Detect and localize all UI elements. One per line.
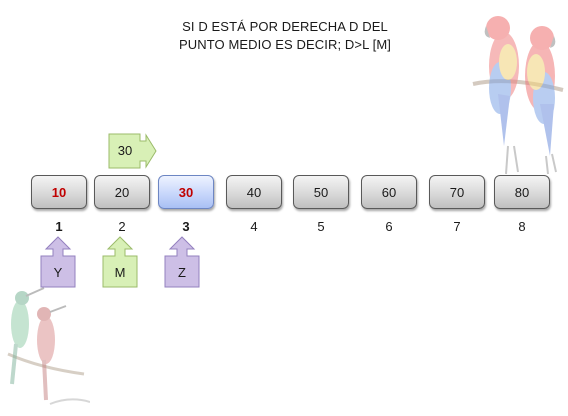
index-label-5: 5 (317, 219, 325, 234)
index-label-7: 7 (453, 219, 461, 234)
array-box-1: 10 (31, 175, 87, 209)
value-callout-right-arrow (108, 133, 157, 169)
pointer-z-up-arrow (164, 236, 200, 288)
title-line-1: SI D ESTÁ POR DERECHA D DEL (182, 19, 388, 34)
pointer-y-label: Y (53, 265, 63, 280)
index-label-3: 3 (182, 219, 190, 234)
array-box-3-highlighted: 30 (158, 175, 214, 209)
array-box-8: 80 (494, 175, 550, 209)
index-label-8: 8 (518, 219, 526, 234)
array-box-6: 60 (361, 175, 417, 209)
title-line-2: PUNTO MEDIO ES DECIR; D>L [M] (178, 37, 392, 52)
birds-illustration (7, 287, 90, 405)
index-label-6: 6 (385, 219, 393, 234)
index-label-4: 4 (250, 219, 258, 234)
pointer-m-label: M (114, 265, 126, 280)
pointer-z-label: Z (178, 265, 186, 280)
parrots-illustration (472, 16, 564, 175)
slide-title: SI D ESTÁ POR DERECHA D DEL PUNTO MEDIO … (150, 18, 420, 54)
array-box-4: 40 (226, 175, 282, 209)
array-box-5: 50 (293, 175, 349, 209)
index-label-1: 1 (55, 219, 63, 234)
index-label-2: 2 (118, 219, 126, 234)
array-box-2: 20 (94, 175, 150, 209)
value-callout-label: 30 (117, 143, 133, 158)
array-box-7: 70 (429, 175, 485, 209)
pointer-y-up-arrow (40, 236, 76, 288)
pointer-m-up-arrow (102, 236, 138, 288)
